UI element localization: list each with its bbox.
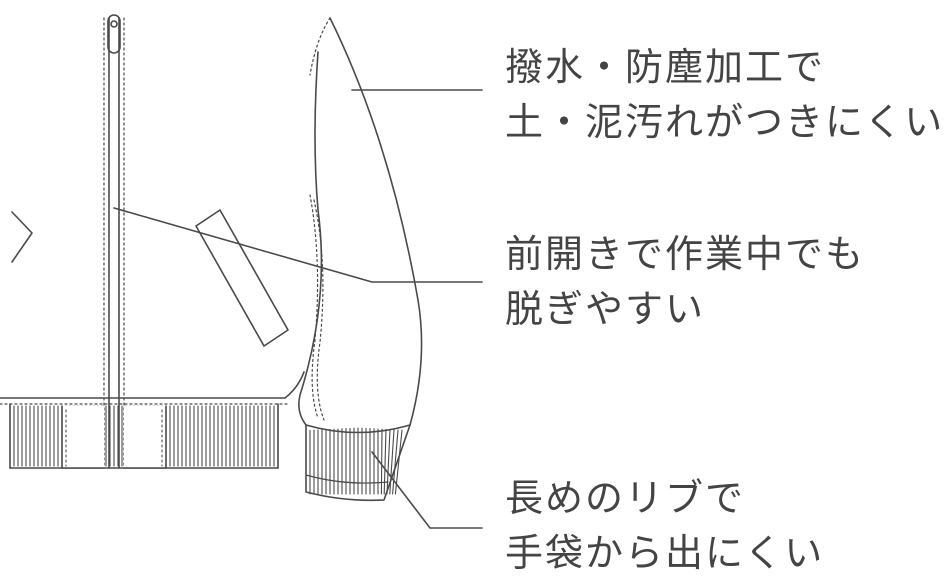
leader-line-zip <box>113 207 483 283</box>
sleeve <box>298 17 423 426</box>
callout-text: 撥水・防塵加工で <box>505 45 826 89</box>
left-edge-mark <box>11 211 33 263</box>
callout-text: 手袋から出にくい <box>505 531 825 575</box>
callout-long-rib: 長めのリブで 手袋から出にくい <box>505 471 824 581</box>
zipper-pull <box>107 14 121 54</box>
callout-front-zip: 前開きで作業中でも 脱ぎやすい <box>505 227 865 337</box>
pocket-slit <box>195 209 289 347</box>
callout-water-repellent: 撥水・防塵加工で 土・泥汚れがつきにくい <box>505 40 944 150</box>
callout-text: 前開きで作業中でも <box>505 232 866 276</box>
callout-text: 脱ぎやすい <box>505 287 706 331</box>
zipper <box>103 14 125 469</box>
callout-text: 長めのリブで <box>505 476 746 520</box>
callout-text: 土・泥汚れがつきにくい <box>505 100 945 144</box>
cuff-rib <box>305 424 411 502</box>
leader-line-rib <box>371 451 483 529</box>
body-hem <box>0 371 305 405</box>
waist-rib <box>9 403 279 469</box>
